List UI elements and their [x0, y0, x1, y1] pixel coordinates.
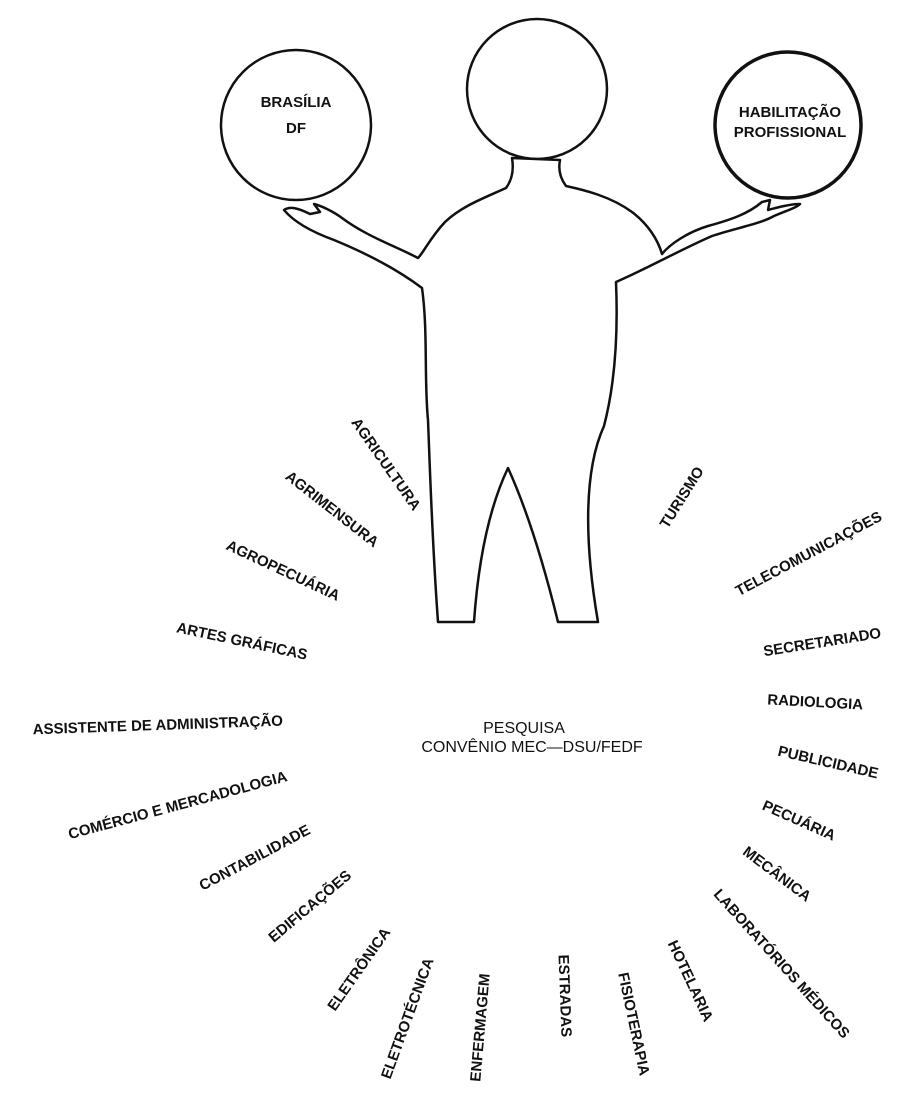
globe-left-line-2: DF: [286, 120, 306, 137]
profession-fisioterapia: FISIOTERAPIA: [614, 971, 652, 1077]
globe-left: [219, 48, 373, 202]
profession-radiologia: RADIOLOGIA: [767, 692, 864, 714]
profession-eletrotecnica: ELETROTÉCNICA: [378, 955, 438, 1081]
profession-comercio-mercadologia: COMÉRCIO E MERCADOLOGIA: [67, 768, 290, 843]
profession-turismo: TURISMO: [657, 464, 708, 532]
profession-estradas: ESTRADAS: [555, 954, 575, 1037]
profession-mecanica: MECÂNICA: [739, 842, 815, 905]
globe-right-line-1: HABILITAÇÃO: [739, 103, 842, 121]
profession-contabilidade: CONTABILIDADE: [197, 822, 314, 895]
profession-secretariado: SECRETARIADO: [762, 625, 882, 660]
center-caption-line-1: PESQUISA: [483, 720, 565, 737]
profession-artes-graficas: ARTES GRÁFICAS: [175, 619, 309, 663]
profession-agrimensura: AGRIMENSURA: [282, 468, 382, 551]
globe-left-line-1: BRASÍLIA: [261, 94, 332, 111]
globe-right: [713, 50, 863, 200]
profession-publicidade: PUBLICIDADE: [776, 743, 880, 783]
profession-assistente-administracao: ASSISTENTE DE ADMINISTRAÇÃO: [32, 712, 283, 739]
profession-hotelaria: HOTELARIA: [664, 938, 716, 1025]
center-caption-line-2: CONVÊNIO MEC—DSU/FEDF: [421, 737, 643, 756]
figure-body: [282, 156, 802, 624]
profession-eletronica: ELETRÔNICA: [324, 924, 395, 1014]
globe-right-line-2: PROFISSIONAL: [734, 124, 847, 141]
profession-telecomunicacoes: TELECOMUNICAÇÕES: [732, 507, 885, 600]
profession-enfermagem: ENFERMAGEM: [467, 973, 493, 1082]
profession-pecuaria: PECUÁRIA: [760, 797, 839, 844]
profession-edificacoes: EDIFICAÇÕES: [265, 866, 355, 946]
profession-agricultura: AGRICULTURA: [347, 415, 423, 514]
figure-head: [465, 17, 609, 161]
profession-laboratorios-medicos: LABORATÓRIOS MÉDICOS: [710, 885, 854, 1042]
profession-agropecuaria: AGROPECUÁRIA: [223, 537, 342, 605]
